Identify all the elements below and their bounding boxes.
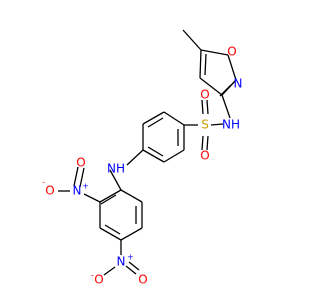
sulfonyl-oxygen-bottom-label: O bbox=[200, 149, 209, 163]
amine-nh-label: NH bbox=[107, 162, 125, 176]
molecule-structure-diagram: O N NH S O O NH N + O O - N + O - O bbox=[42, 29, 242, 287]
sulfonyl-sulfur-label: S bbox=[201, 118, 209, 132]
bond-ring-c5-o bbox=[200, 49, 229, 56]
bond-nitro2-o-double-b bbox=[128, 261, 140, 271]
atom-labels: O N NH S O O NH N + O O - N + O - O bbox=[42, 45, 242, 287]
bond-ring-c4-c5-inner bbox=[204, 53, 207, 76]
bonds bbox=[58, 29, 237, 276]
bond-s-o-bottom-a bbox=[201, 135, 204, 151]
bond-ring-c4-c5 bbox=[199, 49, 202, 79]
sulfonyl-oxygen-top-label: O bbox=[200, 88, 209, 102]
bond-benzene-2-3-inner bbox=[147, 117, 164, 128]
bond-nitro1-o-double-a bbox=[73, 166, 79, 187]
nitro1-nitrogen-label: N bbox=[73, 184, 82, 198]
sulfonamide-nh-label: NH bbox=[222, 118, 240, 132]
bond-ring2-6-1 bbox=[120, 189, 143, 203]
bond-s-o-top-a bbox=[201, 99, 204, 115]
bond-benzene-4-5-inner bbox=[147, 146, 164, 157]
nitro2-negative-charge: - bbox=[91, 271, 94, 280]
bond-s-o-bottom-b bbox=[206, 135, 209, 151]
bond-benzene-2-3 bbox=[142, 111, 165, 125]
bond-nh-s bbox=[210, 123, 224, 126]
isoxazole-nitrogen-label: N bbox=[234, 77, 243, 91]
bond-nitro2-o-double-a bbox=[125, 265, 137, 275]
bond-benzene-1-2 bbox=[163, 111, 185, 126]
bond-c3-nh bbox=[221, 94, 231, 119]
isoxazole-oxygen-label: O bbox=[227, 45, 236, 59]
bond-nitro2-o-single bbox=[103, 266, 116, 276]
nitro1-oxygen-double-label: O bbox=[76, 156, 85, 170]
nitro2-oxygen-double-label: O bbox=[138, 273, 147, 287]
nitro1-negative-charge: - bbox=[42, 178, 45, 187]
bond-nitro1-o-double-b bbox=[79, 167, 85, 188]
bond-s-o-top-b bbox=[206, 99, 209, 115]
bond-amine-aryl bbox=[109, 169, 122, 191]
bond-ring2-1-2 bbox=[99, 189, 122, 203]
bond-benzene-5-6 bbox=[163, 149, 185, 163]
bond-ring2-3-4 bbox=[99, 227, 122, 241]
nitro2-positive-charge: + bbox=[127, 253, 134, 262]
nitro2-nitrogen-label: N bbox=[117, 255, 126, 269]
bond-ring2-4-5 bbox=[120, 227, 143, 241]
nitro2-oxygen-single-label: O bbox=[94, 273, 103, 287]
nitro1-oxygen-single-label: O bbox=[45, 184, 54, 198]
bond-ring-c5-methyl bbox=[182, 29, 202, 51]
bond-ring2-3-4-inner bbox=[104, 224, 121, 235]
bond-benzene-4-5 bbox=[142, 149, 165, 163]
bond-ring2-1-2-inner bbox=[100, 194, 117, 205]
bond-ring-c3-c4 bbox=[199, 77, 223, 96]
bond-ring-o-n bbox=[227, 54, 237, 81]
bond-ring2-nitro1 bbox=[83, 193, 101, 203]
nitro1-positive-charge: + bbox=[82, 182, 89, 191]
bond-benzene-amine bbox=[126, 149, 144, 166]
